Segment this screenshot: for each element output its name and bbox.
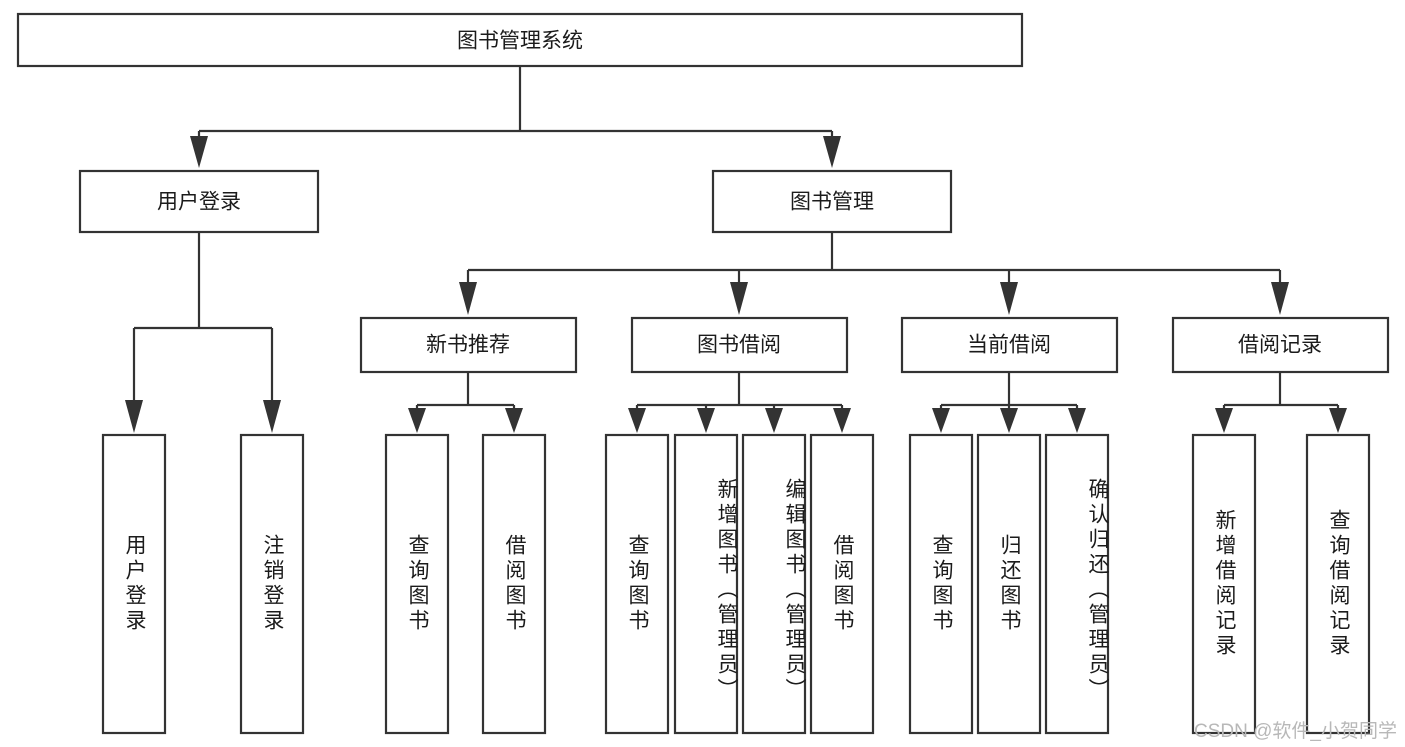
arrowhead-leaf-edit-book <box>765 408 783 433</box>
leaf-box-logout-login[interactable] <box>239 433 305 735</box>
arrowhead-leaf-add-book <box>697 408 715 433</box>
leaf-box-query-book-2[interactable] <box>604 433 670 735</box>
node-book-borrow[interactable]: 图书借阅 <box>630 316 849 374</box>
arrowhead-leaf-query-record <box>1329 408 1347 433</box>
csdn-watermark: CSDN @软件_小贺同学 <box>1194 721 1397 742</box>
leaf-box-query-book-1[interactable] <box>384 433 450 735</box>
arrowhead-book-borrow <box>730 282 748 315</box>
arrowhead-leaf-borrow-book-2 <box>833 408 851 433</box>
leaf-box-edit-book[interactable] <box>741 433 807 735</box>
node-new-book-recommend-box[interactable] <box>359 316 578 374</box>
arrowhead-new-book-recommend <box>459 282 477 315</box>
arrowhead-leaf-query-book-2 <box>628 408 646 433</box>
node-borrow-record[interactable]: 借阅记录 <box>1171 316 1390 374</box>
arrowhead-leaf-query-book-1 <box>408 408 426 433</box>
node-root-label: 图书管理系统 <box>457 30 583 53</box>
leaf-box-confirm-return[interactable] <box>1044 433 1110 735</box>
node-book-manage-label: 图书管理 <box>790 191 874 214</box>
arrowhead-leaf-add-record <box>1215 408 1233 433</box>
arrowhead-user-login <box>190 136 208 168</box>
arrowhead-leaf-user-login <box>125 400 143 433</box>
node-book-manage[interactable]: 图书管理 <box>711 169 953 234</box>
arrowhead-leaf-logout-login <box>263 400 281 433</box>
node-book-borrow-label: 图书借阅 <box>697 334 781 357</box>
node-new-book-recommend[interactable]: 新书推荐 <box>359 316 578 374</box>
leaf-box-user-login[interactable] <box>101 433 167 735</box>
arrowhead-borrow-record <box>1271 282 1289 315</box>
arrowhead-leaf-return-book <box>1000 408 1018 433</box>
node-root[interactable]: 图书管理系统 <box>16 12 1024 68</box>
node-user-login-label: 用户登录 <box>157 191 241 214</box>
arrowhead-leaf-confirm-return <box>1068 408 1086 433</box>
arrowhead-leaf-query-book-3 <box>932 408 950 433</box>
node-book-borrow-box[interactable] <box>630 316 849 374</box>
node-borrow-record-label: 借阅记录 <box>1238 334 1322 357</box>
leaf-box-add-book[interactable] <box>673 433 739 735</box>
arrowhead-current-borrow <box>1000 282 1018 315</box>
node-current-borrow-box[interactable] <box>900 316 1119 374</box>
node-new-book-recommend-label: 新书推荐 <box>426 334 510 357</box>
node-current-borrow[interactable]: 当前借阅 <box>900 316 1119 374</box>
leaf-box-borrow-book-1[interactable] <box>481 433 547 735</box>
node-borrow-record-box[interactable] <box>1171 316 1390 374</box>
arrowhead-book-manage <box>823 136 841 168</box>
leaf-box-borrow-book-2[interactable] <box>809 433 875 735</box>
node-user-login[interactable]: 用户登录 <box>78 169 320 234</box>
leaf-box-return-book[interactable] <box>976 433 1042 735</box>
leaf-box-query-record[interactable] <box>1305 433 1371 735</box>
leaf-box-add-record[interactable] <box>1191 433 1257 735</box>
node-current-borrow-label: 当前借阅 <box>967 334 1051 357</box>
node-book-manage-box[interactable] <box>711 169 953 234</box>
leaf-box-query-book-3[interactable] <box>908 433 974 735</box>
node-root-box[interactable] <box>16 12 1024 68</box>
arrowhead-leaf-borrow-book-1 <box>505 408 523 433</box>
